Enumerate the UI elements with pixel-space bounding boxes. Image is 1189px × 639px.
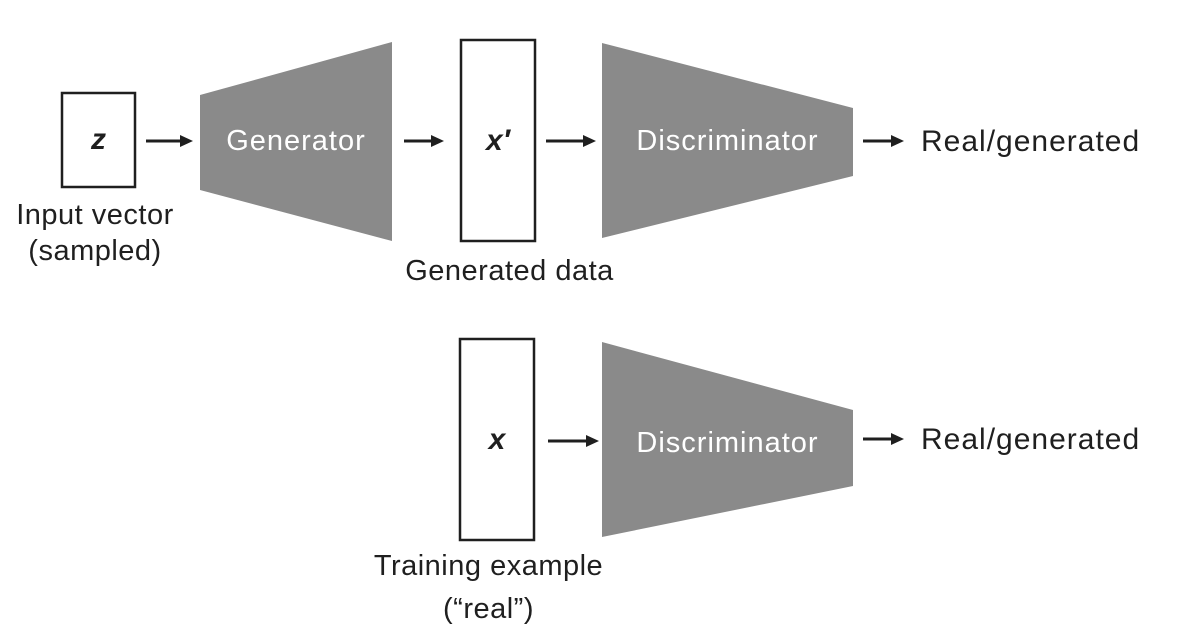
x-label: x — [488, 422, 506, 456]
generator-trapezoid — [200, 42, 392, 241]
input-vector-caption: Input vector (sampled) — [16, 199, 174, 267]
real-generated-output-bottom: Real/generated — [921, 423, 1141, 456]
z-box — [60, 91, 137, 189]
x-prime-label: x′ — [486, 123, 510, 157]
x-prime-box — [459, 38, 537, 243]
training-example-caption: Training example (“real”) — [373, 550, 604, 625]
real-generated-output-top: Real/generated — [921, 125, 1141, 158]
discriminator-bottom-label: Discriminator — [636, 426, 819, 459]
x-box — [458, 337, 536, 542]
generator-label: Generator — [226, 124, 366, 157]
discriminator-top-trapezoid — [602, 43, 853, 238]
discriminator-top-label: Discriminator — [636, 124, 819, 157]
generated-data-caption: Generated data — [405, 255, 614, 287]
discriminator-bottom-trapezoid — [602, 342, 853, 537]
z-label: z — [91, 123, 106, 156]
